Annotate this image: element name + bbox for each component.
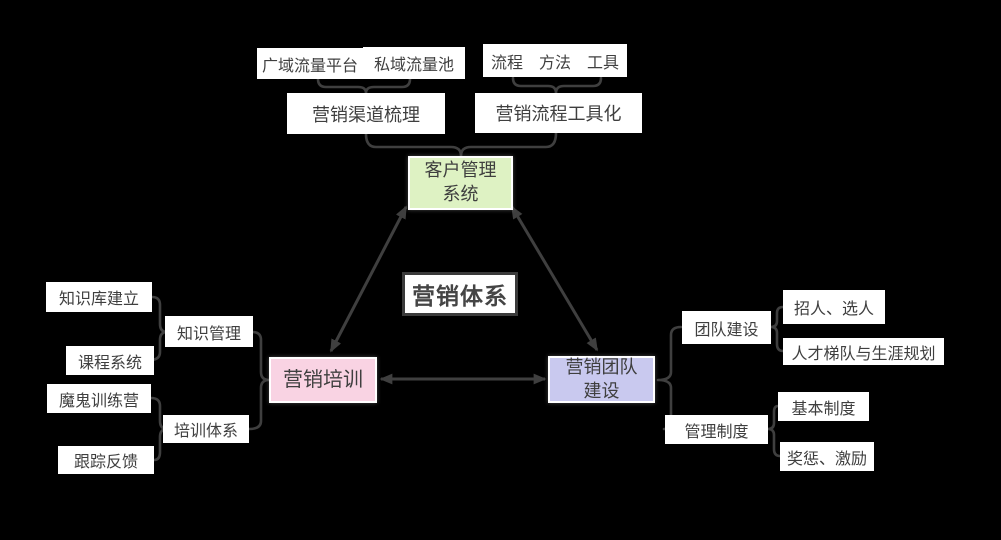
- brace-team-building-to-children: [769, 305, 785, 353]
- marketing-training-node[interactable]: 营销培训: [269, 357, 377, 403]
- brace-pmt-to-tooling: [511, 76, 603, 95]
- node-management-rules[interactable]: 管理制度: [665, 415, 768, 444]
- node-process-method-tool[interactable]: 流程 方法 工具: [483, 44, 627, 77]
- node-course-system[interactable]: 课程系统: [66, 346, 154, 375]
- node-talent-ladder-career[interactable]: 人才梯队与生涯规划: [783, 338, 944, 365]
- node-devil-training-camp[interactable]: 魔鬼训练营: [47, 384, 151, 413]
- customer-system-label-line2: 系统: [442, 184, 479, 204]
- node-marketing-process-tooling[interactable]: 营销流程工具化: [475, 93, 642, 133]
- center-title-node[interactable]: 营销体系: [402, 272, 518, 316]
- node-basic-rules[interactable]: 基本制度: [778, 392, 869, 421]
- node-training-system[interactable]: 培训体系: [163, 415, 249, 443]
- team-building-label-line1: 营销团队: [565, 356, 638, 377]
- arrow-customer-system-training: [329, 205, 408, 353]
- brace-traffic-to-channel: [316, 77, 412, 95]
- brace-kb-course-to-knowledge: [148, 295, 169, 362]
- team-building-label-line2: 建设: [583, 380, 620, 401]
- marketing-training-label: 营销培训: [283, 368, 363, 391]
- team-building-main-node[interactable]: 营销团队 建设: [548, 356, 655, 403]
- brace-team-node-to-branches: [656, 325, 683, 431]
- node-public-traffic-platform[interactable]: 广域流量平台: [257, 48, 363, 79]
- arrow-customer-system-team: [510, 205, 599, 352]
- node-team-building[interactable]: 团队建设: [682, 311, 771, 344]
- brace-mgmt-rules-to-children: [766, 404, 782, 458]
- customer-system-label-line1: 客户管理: [424, 160, 497, 181]
- brace-channel-tooling-to-customer-system: [364, 131, 558, 158]
- brace-knowledge-system-to-marketing-training: [247, 330, 271, 431]
- customer-system-node[interactable]: 客户管理 系统: [408, 156, 513, 210]
- node-reward-incentive[interactable]: 奖惩、激励: [780, 442, 874, 471]
- node-private-traffic-pool[interactable]: 私域流量池: [363, 47, 465, 79]
- node-knowledge-base[interactable]: 知识库建立: [46, 282, 152, 312]
- node-marketing-channel-sorting[interactable]: 营销渠道梳理: [287, 93, 445, 134]
- node-tracking-feedback[interactable]: 跟踪反馈: [58, 446, 154, 474]
- node-recruit-select[interactable]: 招人、选人: [783, 290, 885, 324]
- node-knowledge-management[interactable]: 知识管理: [165, 316, 253, 347]
